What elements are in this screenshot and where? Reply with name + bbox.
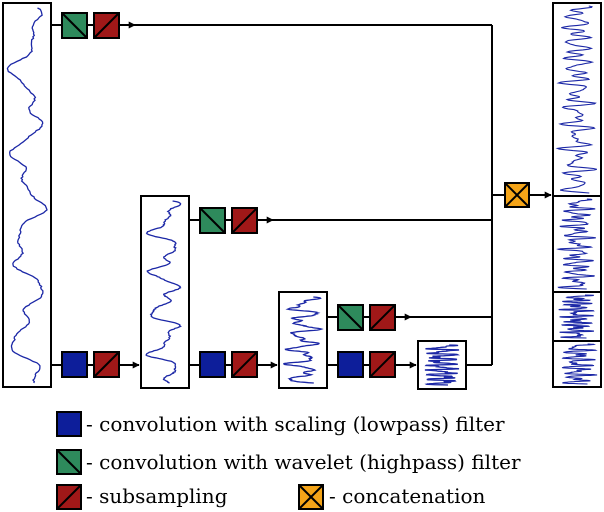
- legend-label-concatenation: - concatenation: [329, 484, 486, 508]
- connector-lines: [51, 21, 552, 369]
- signal-panel-level2: [278, 291, 328, 389]
- wavelet-filter-block-2: [199, 207, 226, 234]
- subsampling-block-5: [231, 351, 258, 378]
- subsampling-block-6: [369, 351, 396, 378]
- legend-label-subsampling: - subsampling: [86, 484, 228, 508]
- signal-panel-input: [2, 2, 52, 388]
- legend: - convolution with scaling (lowpass) fil…: [56, 411, 521, 510]
- blue-square-icon: [56, 411, 82, 437]
- subsampling-block-2: [231, 207, 258, 234]
- legend-label-scaling: - convolution with scaling (lowpass) fil…: [86, 412, 505, 436]
- subsampling-block-1: [93, 12, 120, 39]
- wavelet-filter-block-3: [337, 304, 364, 331]
- red-diagonal-square-icon: [56, 484, 82, 510]
- legend-item-concatenation: - concatenation: [298, 484, 486, 510]
- legend-item-scaling: - convolution with scaling (lowpass) fil…: [56, 411, 505, 437]
- wavelet-filter-block-1: [61, 12, 88, 39]
- green-diagonal-square-icon: [56, 449, 82, 475]
- scaling-filter-block-1: [61, 351, 88, 378]
- signal-panel-output: [552, 2, 602, 388]
- scaling-filter-block-3: [337, 351, 364, 378]
- legend-label-wavelet: - convolution with wavelet (highpass) fi…: [86, 450, 521, 474]
- orange-x-square-icon: [298, 484, 324, 510]
- signal-panel-level3: [417, 340, 467, 390]
- concatenation-block: [504, 182, 530, 208]
- legend-item-subsampling: - subsampling: [56, 484, 228, 510]
- subsampling-block-4: [93, 351, 120, 378]
- signal-panel-level1: [140, 195, 190, 389]
- operator-blocks: [61, 12, 530, 378]
- scaling-filter-block-2: [199, 351, 226, 378]
- subsampling-block-3: [369, 304, 396, 331]
- legend-item-wavelet: - convolution with wavelet (highpass) fi…: [56, 449, 521, 475]
